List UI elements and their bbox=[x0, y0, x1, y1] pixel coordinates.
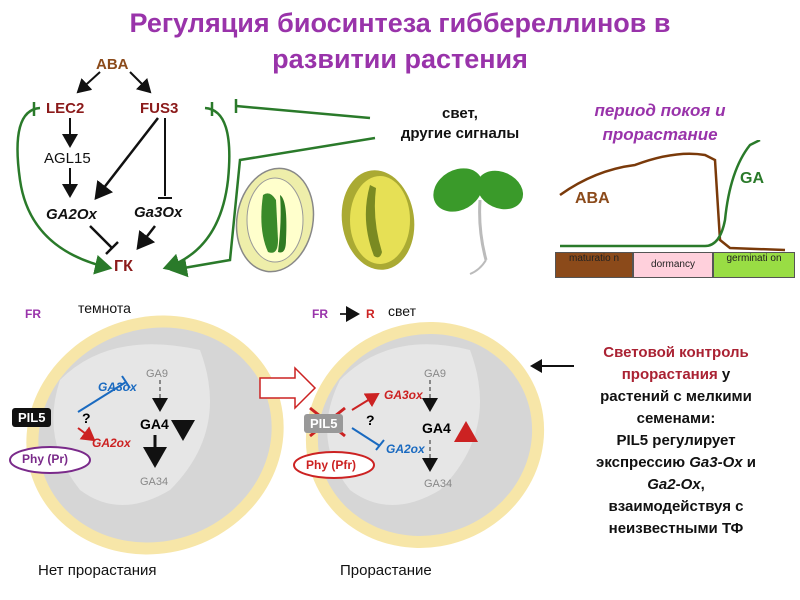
bar-maturation: maturatio n bbox=[555, 252, 633, 278]
left-ga2ox: GA2ox bbox=[92, 436, 131, 450]
bar-germination: germinati on bbox=[713, 252, 795, 278]
left-ga3ox: GA3ox bbox=[98, 380, 137, 394]
light-control-line8: взаимодействуя с bbox=[608, 498, 744, 515]
light-control-line6b: Ga3-Ox bbox=[689, 454, 743, 471]
ga2ox-label: GA2Ox bbox=[46, 206, 97, 223]
seed-diagrams bbox=[9, 306, 545, 555]
period-chart bbox=[559, 140, 786, 252]
seed-stages-illustration bbox=[235, 167, 524, 275]
light-control-line7a: Ga2-Ox bbox=[647, 476, 701, 493]
light-control-line5: PIL5 регулирует bbox=[616, 432, 736, 449]
right-ga3ox: GA3ox bbox=[384, 388, 423, 402]
signals-line2: другие сигналы bbox=[400, 125, 520, 142]
chart-ga-label: GA bbox=[740, 170, 764, 187]
right-ga4: GA4 bbox=[422, 420, 451, 436]
left-phy: Phy (Pr) bbox=[22, 452, 69, 466]
light-control-line9: неизвестными ТФ bbox=[608, 520, 744, 537]
ga3ox-label: Ga3Ox bbox=[134, 204, 183, 221]
lec2-label: LEC2 bbox=[46, 100, 85, 117]
agl15-label: AGL15 bbox=[44, 150, 91, 167]
right-fr-label: FR bbox=[312, 307, 328, 321]
aba-label: ABA bbox=[96, 56, 129, 73]
signals-line1: свет, bbox=[442, 105, 478, 122]
right-question: ? bbox=[366, 412, 375, 428]
left-fr-label: FR bbox=[25, 307, 41, 321]
right-r-label: R bbox=[366, 307, 375, 321]
left-darkness-label: темнота bbox=[78, 300, 131, 316]
right-ga34: GA34 bbox=[424, 478, 453, 490]
left-question: ? bbox=[82, 410, 91, 426]
chart-aba-label: ABA bbox=[575, 190, 610, 207]
light-control-line4: семенами: bbox=[636, 410, 716, 427]
right-ga2ox: GA2ox bbox=[386, 442, 425, 456]
left-ga9: GA9 bbox=[146, 368, 169, 380]
left-pil5-box: PIL5 bbox=[12, 408, 52, 427]
light-control-line3: растений с мелкими bbox=[600, 388, 752, 405]
light-control-line7b: , bbox=[700, 476, 705, 493]
right-caption: Прорастание bbox=[340, 562, 432, 579]
page-title-line1: Регуляция биосинтеза гиббереллинов в bbox=[129, 8, 671, 38]
light-control-line1: Световой контроль bbox=[603, 344, 749, 361]
left-caption: Нет прорастания bbox=[38, 562, 157, 579]
right-ga9: GA9 bbox=[424, 368, 447, 380]
left-ga4: GA4 bbox=[140, 416, 169, 432]
right-phy: Phy (Pfr) bbox=[306, 458, 357, 472]
light-control-line2b: у bbox=[717, 366, 731, 383]
left-ga34: GA34 bbox=[140, 476, 169, 488]
fus3-label: FUS3 bbox=[140, 100, 179, 117]
gk-label: ГК bbox=[114, 258, 133, 275]
light-control-line2a: прорастания bbox=[621, 366, 718, 383]
bar-dormancy: dormancy bbox=[633, 252, 713, 278]
right-light-label: свет bbox=[388, 303, 417, 319]
light-control-line6c: и bbox=[742, 454, 756, 471]
right-pil5-box: PIL5 bbox=[304, 414, 344, 433]
light-control-line6a: экспрессию bbox=[596, 454, 690, 471]
period-title-line2: прорастание bbox=[602, 125, 718, 144]
pointer-arrow bbox=[530, 359, 574, 373]
period-title-line1: период покоя и bbox=[594, 101, 726, 120]
page-title-line2: развитии растения bbox=[272, 44, 528, 74]
